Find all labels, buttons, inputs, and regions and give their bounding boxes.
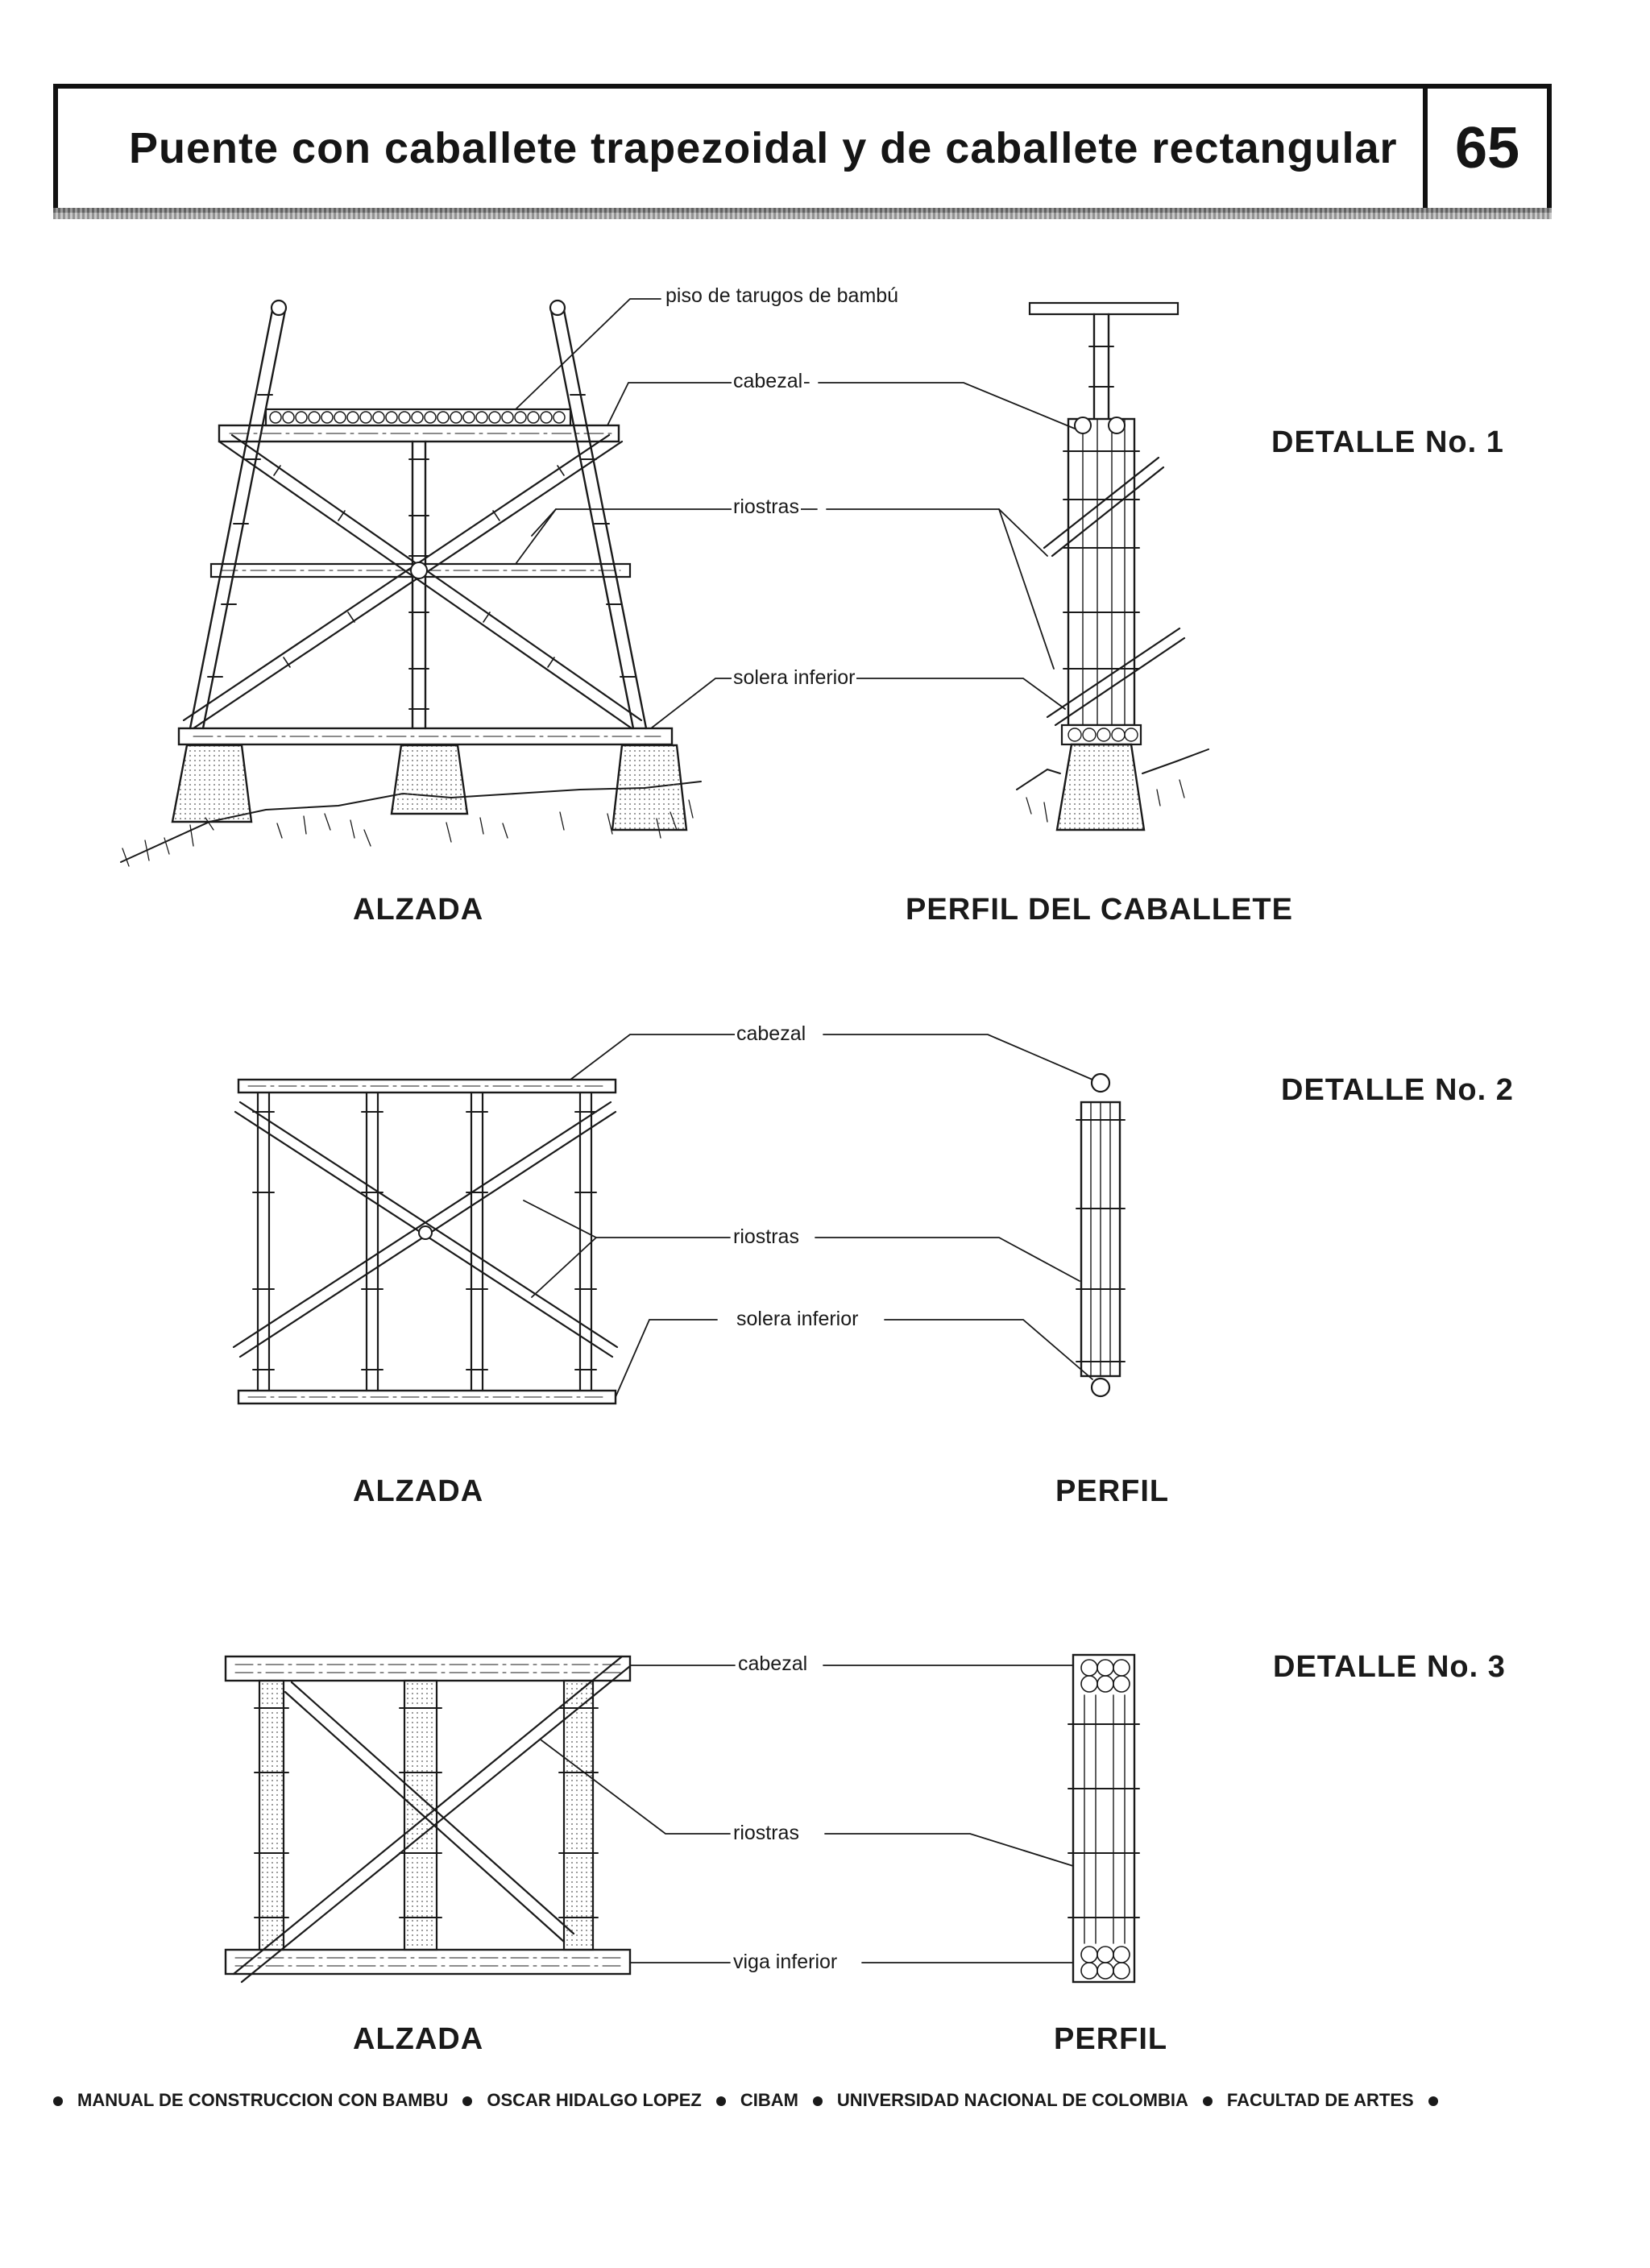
label-sill-d1: solera inferior xyxy=(732,665,857,690)
page-number: 65 xyxy=(1454,116,1520,180)
footer-item: UNIVERSIDAD NACIONAL DE COLOMBIA xyxy=(836,2090,1188,2110)
detail3-caption-elevation: ALZADA xyxy=(353,2022,484,2056)
detail3-heading: DETALLE No. 3 xyxy=(1273,1650,1506,1684)
title-box: Puente con caballete trapezoidal y de ca… xyxy=(58,89,1428,208)
header-shadow xyxy=(53,208,1552,219)
detail2-caption-elevation: ALZADA xyxy=(353,1474,484,1508)
label-beam-d3: viga inferior xyxy=(732,1950,840,1974)
detail1-elevation xyxy=(120,299,702,867)
bullet-icon xyxy=(462,2096,473,2107)
bullet-icon xyxy=(1202,2096,1213,2107)
label-braces-d2: riostras xyxy=(732,1225,801,1249)
label-cap-d3: cabezal xyxy=(736,1652,810,1676)
detail1-caption-profile: PERFIL DEL CABALLETE xyxy=(906,893,1293,927)
footer-credits: MANUAL DE CONSTRUCCION CON BAMBU OSCAR HI… xyxy=(53,2090,1568,2111)
label-bamboo-floor: piso de tarugos de bambú xyxy=(664,284,901,308)
detail3-leaders xyxy=(541,1665,1074,1963)
footer-item: FACULTAD DE ARTES xyxy=(1226,2090,1414,2110)
footer-item: OSCAR HIDALGO LOPEZ xyxy=(487,2090,702,2110)
detail2-profile xyxy=(1076,1072,1126,1398)
bullet-icon xyxy=(715,2096,726,2107)
label-cap-d2: cabezal xyxy=(735,1022,808,1046)
page-title: Puente con caballete trapezoidal y de ca… xyxy=(129,124,1398,172)
label-sill-d2: solera inferior xyxy=(735,1307,860,1331)
bullet-icon xyxy=(1428,2096,1438,2107)
bullet-icon xyxy=(53,2096,63,2107)
detail2-leaders xyxy=(523,1034,1093,1398)
footer-item: MANUAL DE CONSTRUCCION CON BAMBU xyxy=(77,2090,449,2110)
detail3-caption-profile: PERFIL xyxy=(1054,2022,1168,2056)
detail3-elevation xyxy=(224,1655,632,1984)
detail1-heading: DETALLE No. 1 xyxy=(1271,425,1504,459)
bullet-icon xyxy=(812,2096,823,2107)
detail2-caption-profile: PERFIL xyxy=(1055,1474,1170,1508)
detail3-profile xyxy=(1068,1653,1140,1984)
footer-item: CIBAM xyxy=(740,2090,798,2110)
detail2-heading: DETALLE No. 2 xyxy=(1281,1073,1514,1107)
detail1-caption-elevation: ALZADA xyxy=(353,893,484,927)
label-braces-d3: riostras xyxy=(732,1821,801,1845)
detail1-profile xyxy=(1016,301,1209,831)
label-braces-d1: riostras xyxy=(732,495,801,519)
label-cap-d1: cabezal xyxy=(732,369,805,393)
detail2-elevation xyxy=(232,1078,619,1405)
